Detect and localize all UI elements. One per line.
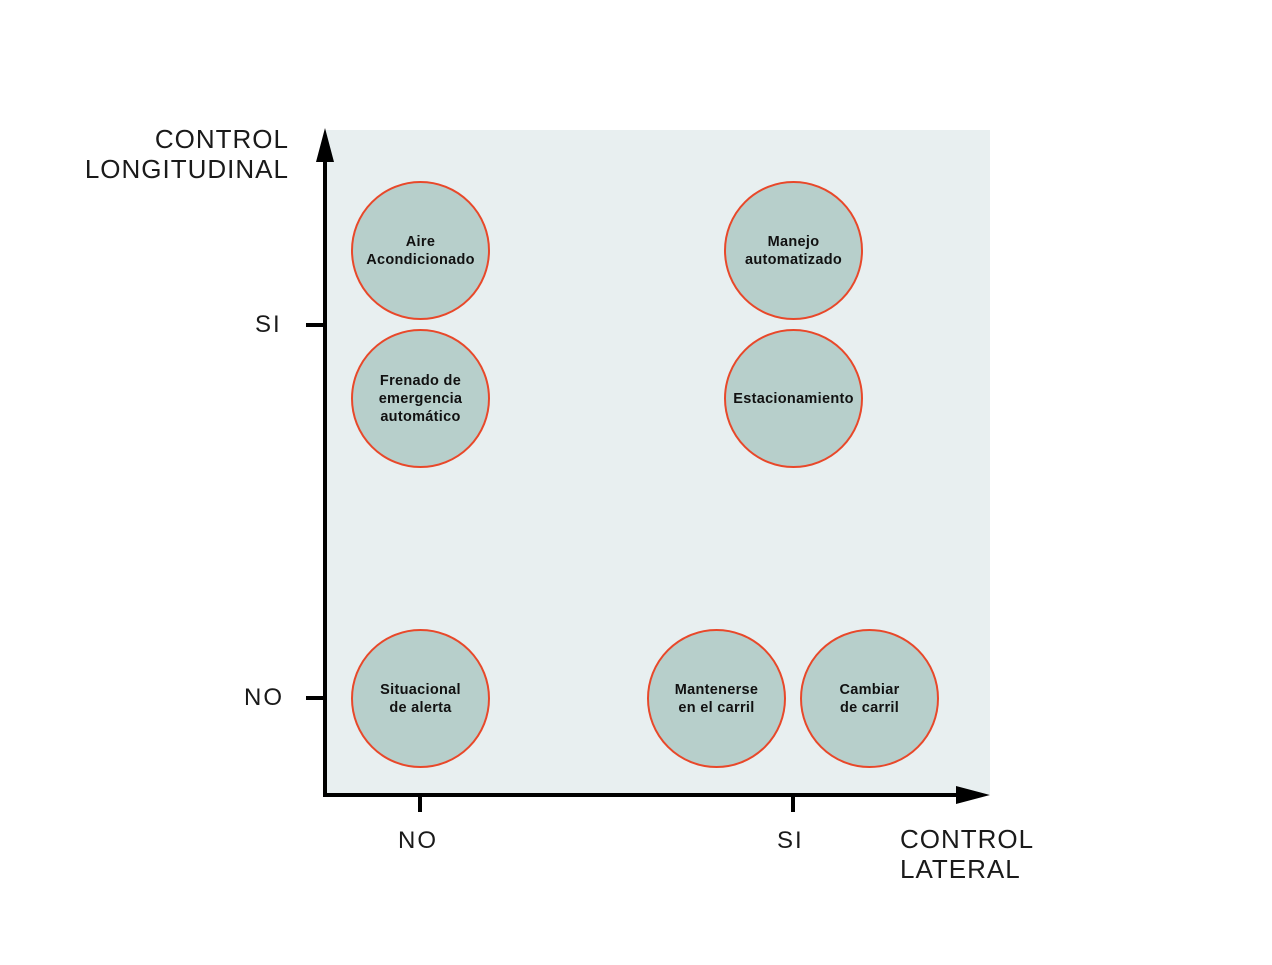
x-axis-title: CONTROL LATERAL [900, 824, 1035, 884]
y-axis-arrowhead [316, 128, 334, 162]
bubble-frenado-emergencia: Frenado de emergencia automático [351, 329, 490, 468]
bubble-label: Situacional de alerta [380, 681, 461, 716]
bubble-situacional-alerta: Situacional de alerta [351, 629, 490, 768]
y-axis-title: CONTROL LONGITUDINAL [84, 124, 289, 184]
bubble-estacionamiento: Estacionamiento [724, 329, 863, 468]
y-tick-label-no: NO [244, 684, 284, 711]
bubble-label: Mantenerse en el carril [674, 681, 759, 716]
y-tick-label-si: SI [255, 311, 282, 338]
bubble-label: Manejo automatizado [744, 233, 843, 268]
x-tick-label-si: SI [777, 827, 804, 854]
bubble-cambiar-carril: Cambiar de carril [800, 629, 939, 768]
bubble-label: Frenado de emergencia automático [378, 372, 463, 425]
bubble-label: Cambiar de carril [839, 681, 900, 716]
bubble-aire-acondicionado: Aire Acondicionado [351, 181, 490, 320]
x-axis-arrowhead [956, 786, 990, 804]
bubble-mantenerse-carril: Mantenerse en el carril [647, 629, 786, 768]
bubble-label: Aire Acondicionado [366, 233, 475, 268]
x-tick-label-no: NO [398, 827, 438, 854]
bubble-manejo-automatizado: Manejo automatizado [724, 181, 863, 320]
bubble-label: Estacionamiento [733, 390, 854, 407]
